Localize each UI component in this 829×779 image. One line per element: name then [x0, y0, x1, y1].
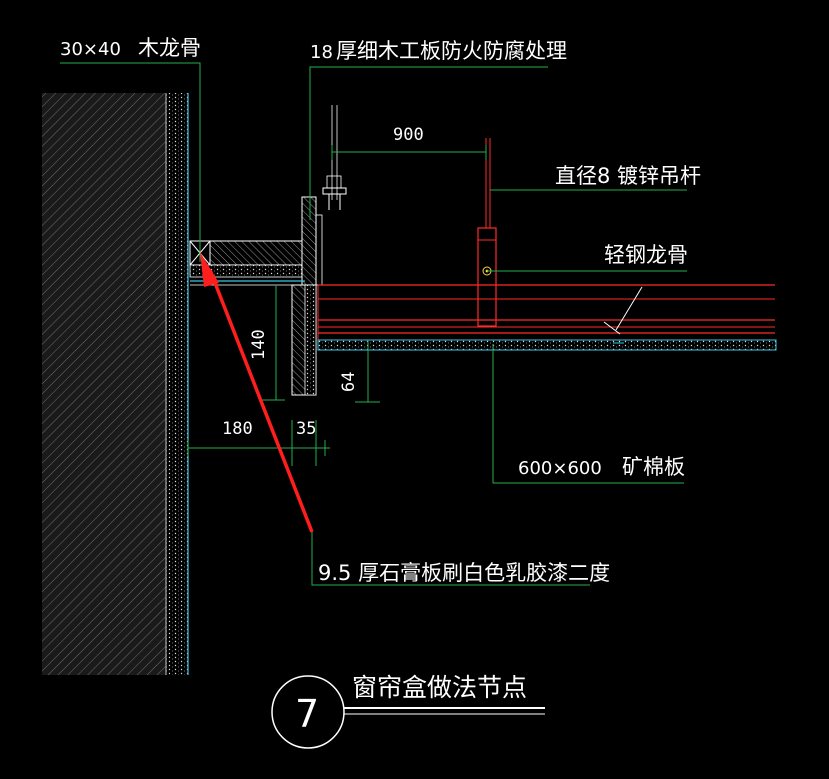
steel-keel-label: 轻钢龙骨 — [604, 243, 688, 267]
drawing-title: 窗帘盒做法节点 — [352, 673, 527, 702]
wood-keel-name-label: 木龙骨 — [138, 36, 201, 60]
gypsum-pointer-arrow — [200, 252, 314, 533]
dim-900: 900 — [393, 125, 424, 145]
rod-desc-label: 直径8 镀锌吊杆 — [555, 164, 701, 188]
galvanized-hanger-rod — [477, 138, 497, 327]
board-thickness-label: 18 — [310, 42, 333, 63]
concrete-wall — [42, 93, 189, 675]
dim-64: 64 — [339, 372, 359, 392]
detail-number: 7 — [295, 692, 319, 736]
board-desc-label: 厚细木工板防火防腐处理 — [336, 39, 567, 63]
gypsum-desc-label: 9.5 厚石膏板刷白色乳胶漆二度 — [318, 561, 610, 585]
mineral-wool-board — [317, 339, 777, 351]
leader-lines — [60, 62, 687, 586]
mineral-size-label: 600×600 — [518, 458, 602, 479]
wood-keel-size-label: 30×40 — [60, 39, 121, 60]
blockboard-vertical — [291, 196, 323, 396]
keel-clip — [603, 286, 643, 344]
dim-180: 180 — [222, 419, 253, 439]
light-steel-keel-lines — [317, 284, 775, 340]
title-block: 7 窗帘盒做法节点 — [271, 673, 545, 749]
dim-140: 140 — [249, 329, 269, 360]
blockboard-horizontal — [189, 240, 306, 278]
dim-35: 35 — [296, 419, 316, 439]
box-hanger — [322, 105, 347, 210]
mineral-name-label: 矿棉板 — [622, 455, 685, 479]
